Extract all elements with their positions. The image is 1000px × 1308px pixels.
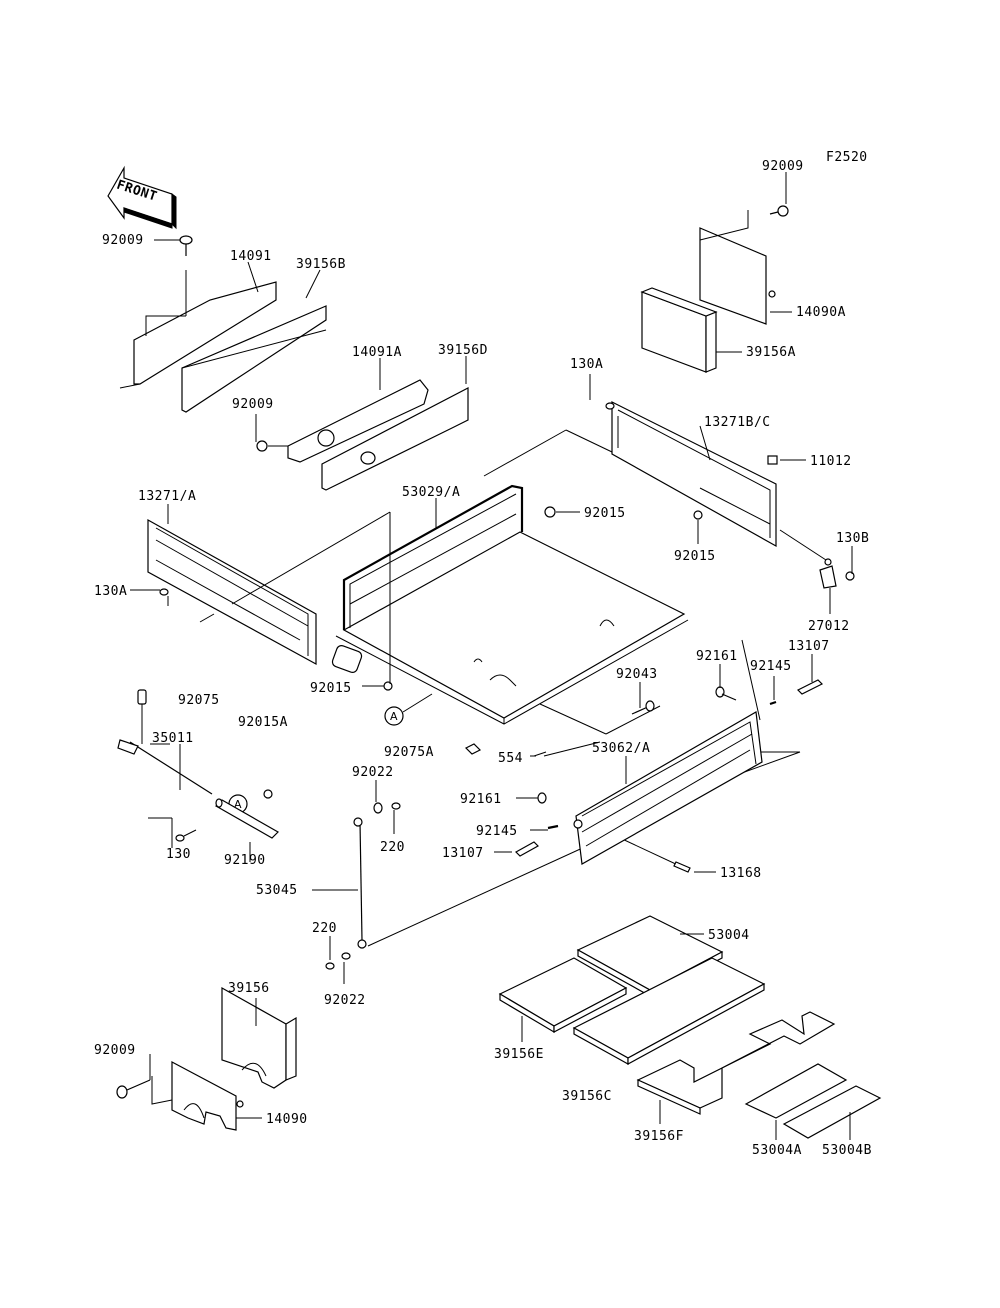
part-label: 39156E [494, 1047, 544, 1062]
bolt-92043-icon [631, 700, 655, 715]
part-53004A-mat [744, 1063, 848, 1119]
part-14090-cover [151, 1061, 244, 1131]
part-53004B-mat [782, 1085, 882, 1139]
part-53062A-tailgate [575, 711, 763, 865]
part-label: 13107 [442, 846, 484, 861]
part-label: 92009 [232, 397, 274, 412]
part-label: 14091 [230, 249, 272, 264]
part-label: 14091A [352, 345, 402, 360]
part-label: 92009 [94, 1043, 136, 1058]
part-label: 92075A [384, 745, 434, 760]
part-14090A-cover [699, 210, 776, 325]
pin-554-icon [533, 751, 547, 757]
part-label: 92161 [696, 649, 738, 664]
part-label: 92190 [224, 853, 266, 868]
part-label: 53062/A [592, 741, 650, 756]
svg-text:A: A [390, 710, 398, 723]
part-label: 92015 [584, 506, 626, 521]
part-14091-cover [119, 270, 277, 389]
part-label: 92015A [238, 715, 288, 730]
nut-11012-icon [767, 455, 778, 465]
callout-a-icon: A [384, 693, 433, 726]
part-53029A-cargo-bed [331, 484, 689, 725]
part-label: 130A [570, 357, 603, 372]
part-label: 130 [166, 847, 191, 862]
part-39156-pad [221, 986, 297, 1089]
part-53045-cable [353, 817, 367, 949]
washer-92022-icon [341, 952, 351, 960]
bolt-92009-icon [769, 205, 789, 217]
figure-code: F2520 [826, 150, 868, 165]
bolt-130-icon [175, 829, 197, 842]
part-label: 39156C [562, 1089, 612, 1104]
part-92190-tube [215, 798, 279, 839]
part-label: 53029/A [402, 485, 460, 500]
part-label: 92009 [102, 233, 144, 248]
part-label: 39156F [634, 1129, 684, 1144]
part-label: 92022 [324, 993, 366, 1008]
part-39156F-mat [636, 1011, 836, 1115]
part-39156E-mat [498, 957, 628, 1034]
svg-text:A: A [234, 798, 242, 811]
bolt-220-icon [325, 962, 335, 970]
part-label: 220 [312, 921, 337, 936]
part-39156C-mat [572, 957, 766, 1066]
part-label: 14090 [266, 1112, 308, 1127]
part-label: 92015 [310, 681, 352, 696]
part-label: 92009 [762, 159, 804, 174]
latch-27012-icon [819, 558, 855, 589]
part-label: 27012 [808, 619, 850, 634]
part-label: 39156A [746, 345, 796, 360]
bolt-92009-icon [116, 1079, 151, 1099]
part-13271A-side-panel [147, 518, 317, 666]
part-14091A-cover [287, 379, 429, 463]
part-label: 92075 [178, 693, 220, 708]
part-labels: 92009 14090A 39156A 92009 14091 39156B 1… [94, 159, 872, 1158]
bolt-130A-icon [605, 402, 615, 410]
part-label: 39156D [438, 343, 488, 358]
part-label: 53045 [256, 883, 298, 898]
part-label: 35011 [152, 731, 194, 746]
nut-92015-icon [693, 510, 703, 520]
label-leaders [130, 172, 853, 1140]
part-label: 92145 [476, 824, 518, 839]
bolt-92009-icon [179, 235, 193, 256]
part-39156D-pad [321, 387, 469, 491]
part-label: 92022 [352, 765, 394, 780]
bolt-130A-icon [159, 588, 169, 606]
hinge-hardware [515, 679, 824, 873]
part-label: 13271/A [138, 489, 196, 504]
part-label: 92145 [750, 659, 792, 674]
part-label: 53004 [708, 928, 750, 943]
part-label: 554 [498, 751, 523, 766]
part-35011-rod [117, 689, 213, 795]
part-label: 39156B [296, 257, 346, 272]
bolt-220-icon [391, 802, 401, 810]
nut-92015-icon [544, 506, 556, 518]
part-label: 53004A [752, 1143, 802, 1158]
washer-92022-icon [373, 802, 383, 814]
part-label: 92043 [616, 667, 658, 682]
part-label: 53004B [822, 1143, 872, 1158]
part-label: 92161 [460, 792, 502, 807]
part-39156B-pad [181, 305, 327, 413]
part-39156A-pad [640, 287, 718, 373]
part-label: 13107 [788, 639, 830, 654]
nut-92015-icon [383, 681, 393, 691]
part-label: 130B [836, 531, 869, 546]
part-label: 220 [380, 840, 405, 855]
part-label: 39156 [228, 981, 270, 996]
part-label: 130A [94, 584, 127, 599]
part-label: 14090A [796, 305, 846, 320]
part-label: 13168 [720, 866, 762, 881]
part-label: 11012 [810, 454, 852, 469]
part-label: 13271B/C [704, 415, 771, 430]
part-13271BC-side-panel [611, 401, 777, 548]
front-arrow-icon: FRONT [107, 165, 177, 230]
clip-92075A-icon [464, 743, 482, 755]
bolt-92009-icon [256, 440, 288, 452]
part-label: 92015 [674, 549, 716, 564]
nut-icon [263, 789, 273, 799]
